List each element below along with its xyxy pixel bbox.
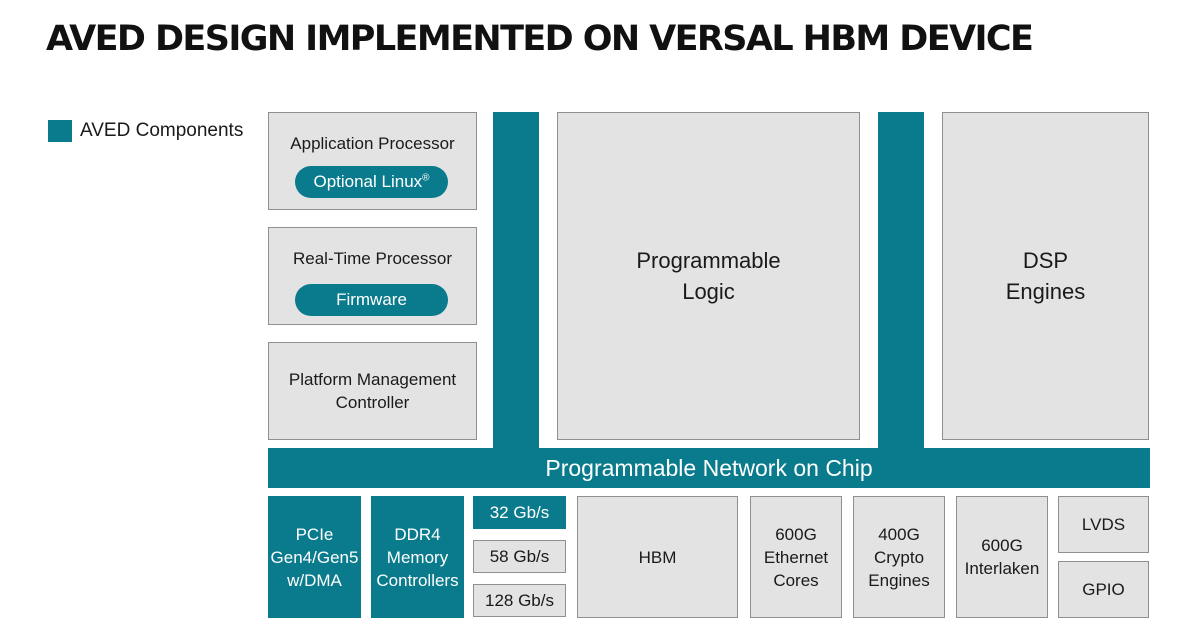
speed-58-label: 58 Gb/s <box>489 547 550 566</box>
optional-linux-pill: Optional Linux® <box>295 166 448 198</box>
speed-32-label: 32 Gb/s <box>489 503 550 522</box>
firmware-pill: Firmware <box>295 284 448 316</box>
programmable-network-on-chip-bar: Programmable Network on Chip <box>268 448 1150 488</box>
dsp-line2: Engines <box>1005 279 1086 304</box>
programmable-logic-line1: Programmable <box>636 248 781 273</box>
crypto-line1: 400G <box>878 524 920 544</box>
gpio-block: GPIO <box>1058 561 1149 618</box>
gpio-label: GPIO <box>1082 580 1125 599</box>
legend-swatch <box>48 120 72 142</box>
crypto-engines-block: 400G Crypto Engines <box>853 496 945 618</box>
noc-label: Programmable Network on Chip <box>545 455 873 481</box>
lvds-block: LVDS <box>1058 496 1149 553</box>
pcie-line3: w/DMA <box>287 570 342 590</box>
real-time-processor-label: Real-Time Processor <box>292 249 453 268</box>
speed-128-block: 128 Gb/s <box>473 584 566 617</box>
platform-management-controller-block: Platform Management Controller <box>268 342 477 440</box>
application-processor-label: Application Processor <box>290 134 455 153</box>
pcie-line2: Gen4/Gen5 <box>270 547 359 567</box>
speed-128-label: 128 Gb/s <box>485 591 554 610</box>
noc-vertical-bar-right <box>878 112 924 452</box>
ddr4-line2: Memory <box>386 547 449 567</box>
interlaken-block: 600G Interlaken <box>956 496 1048 618</box>
dsp-line1: DSP <box>1022 248 1069 273</box>
interlaken-line1: 600G <box>981 536 1023 555</box>
lvds-label: LVDS <box>1081 515 1126 534</box>
pcie-block: PCIe Gen4/Gen5 w/DMA <box>268 496 361 618</box>
registered-mark: ® <box>422 172 430 184</box>
programmable-logic-block: Programmable Logic <box>557 112 860 440</box>
programmable-logic-line2: Logic <box>682 279 735 304</box>
pcie-line1: PCIe <box>295 524 334 544</box>
optional-linux-label: Optional Linux <box>313 172 423 191</box>
hbm-block: HBM <box>577 496 738 618</box>
pmc-label-line1: Platform Management <box>288 370 457 389</box>
pmc-label-line2: Controller <box>335 393 410 412</box>
ethernet-line1: 600G <box>775 524 817 544</box>
page-title: AVED DESIGN IMPLEMENTED ON VERSAL HBM DE… <box>46 19 1034 59</box>
ethernet-cores-block: 600G Ethernet Cores <box>750 496 842 618</box>
interlaken-line2: Interlaken <box>964 559 1040 578</box>
ethernet-line3: Cores <box>773 570 819 590</box>
ethernet-line2: Ethernet <box>763 547 829 567</box>
dsp-engines-block: DSP Engines <box>942 112 1149 440</box>
ddr4-line3: Controllers <box>376 570 459 590</box>
ddr4-line1: DDR4 <box>394 524 441 544</box>
hbm-label: HBM <box>638 547 677 567</box>
legend-label: AVED Components <box>80 120 244 141</box>
speed-32-block: 32 Gb/s <box>473 496 566 529</box>
speed-58-block: 58 Gb/s <box>473 540 566 573</box>
crypto-line3: Engines <box>868 570 930 590</box>
firmware-label: Firmware <box>336 290 407 309</box>
ddr4-memory-controllers-block: DDR4 Memory Controllers <box>371 496 464 618</box>
noc-vertical-bar-left <box>493 112 539 452</box>
crypto-line2: Crypto <box>873 547 925 567</box>
